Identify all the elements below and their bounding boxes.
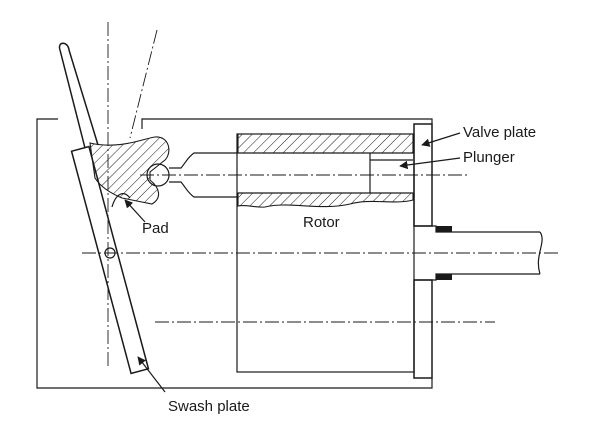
label-valve-plate: Valve plate: [463, 124, 536, 141]
rotor: [236, 133, 415, 373]
shaft-seal-top: [436, 226, 452, 232]
leader-lines: [124, 132, 461, 393]
plunger-neck: [146, 152, 238, 198]
slipper-pad: [89, 136, 170, 208]
centre-lines: [82, 22, 560, 368]
drive-shaft: [414, 225, 543, 281]
label-rotor: Rotor: [303, 214, 340, 231]
plunger: [369, 153, 413, 193]
swash-plate: [58, 42, 150, 375]
label-plunger: Plunger: [463, 149, 515, 166]
pump-housing: [36, 118, 433, 389]
shaft-seal-bottom: [436, 274, 452, 280]
label-pad: Pad: [142, 220, 169, 237]
label-swash-plate: Swash plate: [168, 398, 250, 415]
